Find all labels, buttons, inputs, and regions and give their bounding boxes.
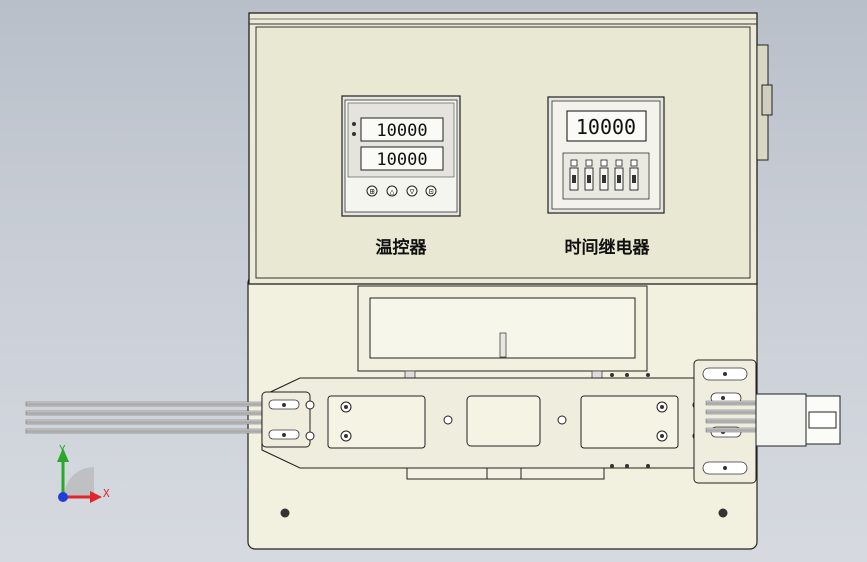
relay-dial-switch[interactable] xyxy=(584,159,594,191)
z-axis-icon xyxy=(58,492,68,502)
coordinate-triad: Y X xyxy=(57,443,110,503)
connector xyxy=(755,393,841,447)
temp-controller-button[interactable] xyxy=(406,185,418,197)
temp-controller-button[interactable] xyxy=(366,185,378,197)
temp-controller: 10000 10000 ⊞ △ ▽ ⊡ xyxy=(341,95,461,217)
triad-y-label: Y xyxy=(59,443,66,456)
up-arrow-icon: △ xyxy=(390,187,395,196)
pv-display-value: 10000 xyxy=(376,121,427,141)
time-relay-label: 时间继电器 xyxy=(565,237,651,258)
right-bracket xyxy=(693,359,757,484)
control-enclosure xyxy=(248,12,773,285)
mounting-hole-right xyxy=(718,508,728,518)
enter-icon: ⊡ xyxy=(429,187,434,196)
temp-controller-label: 温控器 xyxy=(376,237,428,258)
pv-display xyxy=(360,117,444,142)
time-relay: 10000 xyxy=(547,96,665,214)
sv-display-value: 10000 xyxy=(376,150,427,170)
indicator-led-icon xyxy=(352,132,356,136)
relay-dial-switch[interactable] xyxy=(614,159,624,191)
temp-controller-button[interactable] xyxy=(386,185,398,197)
heating-rods xyxy=(25,401,285,434)
relay-display-value: 10000 xyxy=(576,115,636,139)
indicator-led-icon xyxy=(352,122,356,126)
sv-display xyxy=(360,146,444,171)
relay-dial-switch[interactable] xyxy=(629,159,639,191)
set-icon: ⊞ xyxy=(370,187,375,196)
down-arrow-icon: ▽ xyxy=(410,187,415,196)
relay-dial-switch[interactable] xyxy=(599,159,609,191)
heater-bracket xyxy=(357,285,648,396)
clamp-plate xyxy=(261,373,743,469)
temp-controller-button[interactable] xyxy=(425,185,437,197)
triad-x-label: X xyxy=(103,487,110,500)
relay-dial-switch[interactable] xyxy=(569,159,579,191)
rocker-switch-icon xyxy=(761,84,773,116)
mounting-hole-left xyxy=(280,508,290,518)
relay-display xyxy=(566,110,647,142)
bottom-rail xyxy=(406,467,605,480)
